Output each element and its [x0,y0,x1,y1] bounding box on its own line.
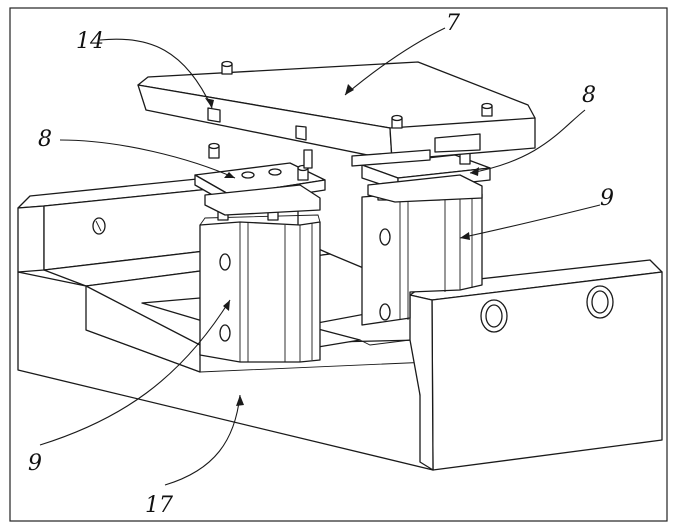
leader-8-left [59,139,236,179]
label-8-left: 8 [38,127,52,152]
label-9-right: 9 [600,186,614,211]
label-8-right: 8 [582,83,596,108]
plate-left-part-8 [194,142,326,216]
plate-right-part-8 [361,146,491,203]
leader-14 [99,38,213,109]
leader-8-right [469,109,586,174]
leader-9-right [459,204,601,239]
leader-lines [39,27,601,486]
label-9-left: 9 [28,451,42,476]
cylinder-left-part-9 [199,205,321,363]
label-7: 7 [446,11,460,36]
label-14: 14 [76,29,104,54]
drawing-frame [9,7,668,522]
leader-17 [164,394,241,486]
label-17: 17 [145,493,173,518]
leader-9-left [39,299,231,446]
leader-7 [344,27,446,96]
base-part-17 [17,169,663,471]
top-plate-part-7 [137,60,536,169]
